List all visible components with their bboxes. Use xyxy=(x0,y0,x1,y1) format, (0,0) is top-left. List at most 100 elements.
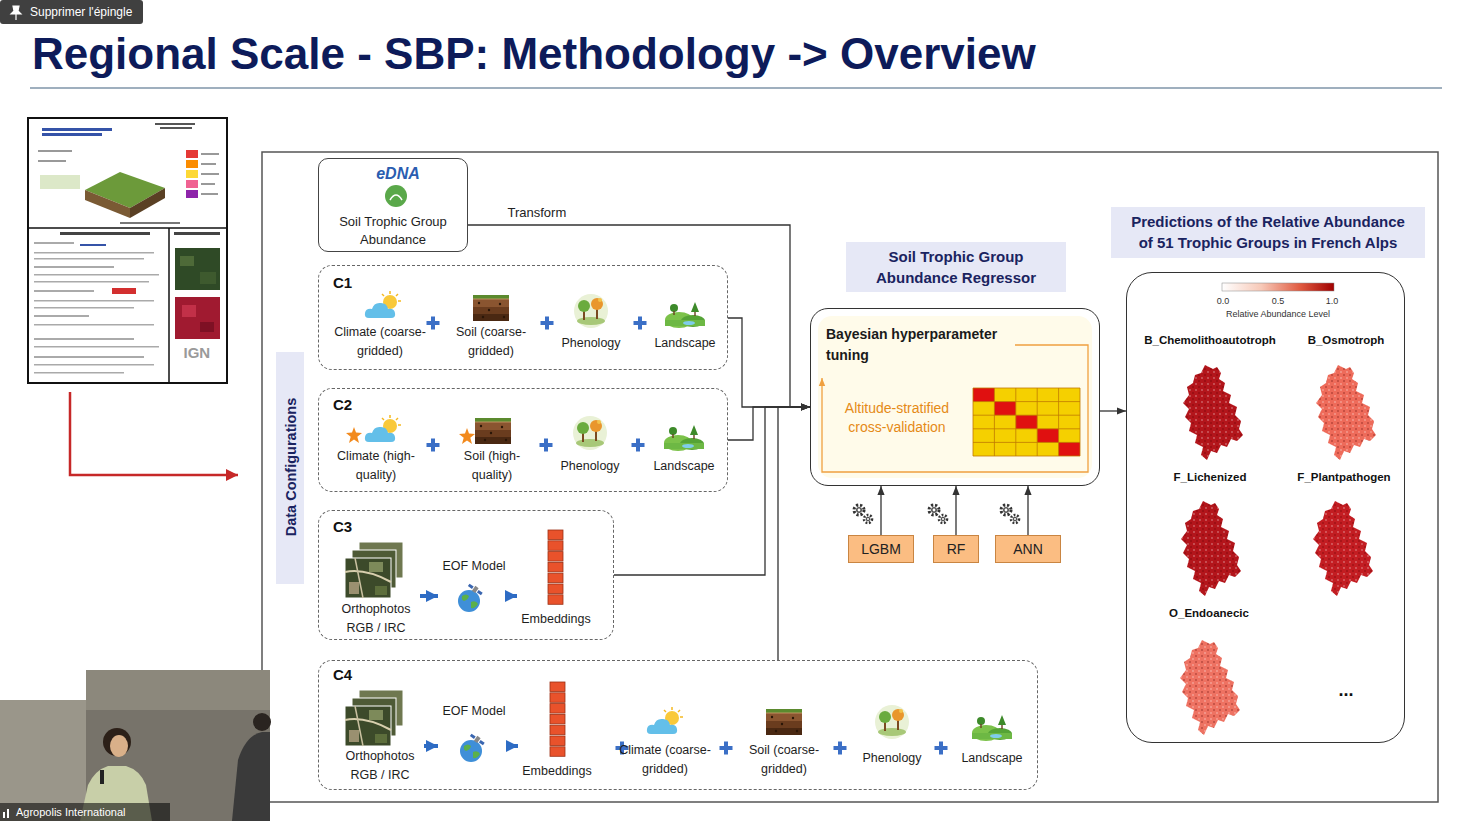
feature-icons xyxy=(665,302,705,328)
thumbnail-figure xyxy=(201,183,215,185)
gear-icon xyxy=(854,505,1019,523)
feature-item: Soil (coarse-gridded) xyxy=(438,286,544,364)
webcam-photo xyxy=(0,670,271,821)
thumbnail-figure xyxy=(200,272,216,284)
connector xyxy=(420,594,438,598)
node-label: LGBM xyxy=(851,540,911,558)
node-label: Predictions of the Relative Abundance of… xyxy=(1126,211,1410,253)
thumbnail-figure xyxy=(186,150,198,158)
feature-item: Landscape xyxy=(642,285,728,356)
thumbnail-figure xyxy=(42,128,112,131)
plus-sign xyxy=(935,742,948,755)
abundance-map xyxy=(1183,365,1243,460)
cv-grid xyxy=(1037,429,1058,443)
node-label: Data Configurations xyxy=(281,355,299,580)
feature-item: Soil (coarse-gridded) xyxy=(731,700,837,782)
cv-grid xyxy=(973,388,1080,456)
cv-grid xyxy=(973,428,1080,429)
node-label: Landscape xyxy=(952,749,1032,768)
edge-label: Transform xyxy=(506,205,569,221)
thumbnail-figure xyxy=(34,242,74,244)
cv-grid xyxy=(973,388,1080,456)
thumbnail-figure xyxy=(155,123,195,125)
feature-icons xyxy=(574,294,608,328)
webcam-photo xyxy=(253,713,271,731)
pin-button xyxy=(0,0,143,24)
cv-grid xyxy=(1058,388,1059,456)
connector xyxy=(1100,410,1126,411)
feature-item: EOF Model xyxy=(438,554,510,619)
cv-grid xyxy=(1037,388,1038,456)
webcam-photo xyxy=(100,770,104,784)
thumbnail-figure xyxy=(38,160,66,162)
node-label: ... xyxy=(1326,680,1366,700)
feature-item: Landscape xyxy=(641,408,727,479)
feature-icons xyxy=(972,715,1012,741)
feature-item: Phenology xyxy=(849,698,935,771)
node-label: RF xyxy=(936,540,976,558)
thumbnail-figure xyxy=(60,232,150,235)
cv-grid xyxy=(1015,388,1016,456)
thumbnail-figure xyxy=(186,160,198,168)
tuning-loop xyxy=(822,345,1088,472)
node-label: C1 xyxy=(333,273,373,293)
feature-icons xyxy=(345,542,403,598)
title-rule xyxy=(30,87,1442,89)
abundance-map xyxy=(1316,365,1376,460)
node-label: Bayesian hyperparameter tuning xyxy=(826,324,1026,366)
feature-icons xyxy=(647,707,683,734)
thumbnail-figure xyxy=(40,175,80,189)
outer-frame xyxy=(262,152,1438,802)
node-label: Orthophotos RGB / IRC xyxy=(339,747,421,785)
thumbnail-figure xyxy=(186,170,198,178)
feature-icons xyxy=(365,415,401,442)
feature-icons xyxy=(346,427,362,443)
cv-grid xyxy=(994,388,995,456)
thumbnail-figure xyxy=(34,315,89,317)
abundance-map xyxy=(1313,501,1373,596)
thumbnail-figure xyxy=(34,266,114,268)
thumbnail-figure xyxy=(34,364,154,366)
node-label: 0.5 xyxy=(1266,296,1290,307)
abundance-map xyxy=(1316,365,1376,460)
thumbnail-figure xyxy=(42,133,102,136)
logo-text: IGN xyxy=(184,344,211,362)
plus-sign xyxy=(540,439,553,452)
feature-item: Soil (high-quality) xyxy=(446,408,538,488)
thumbnail-figure xyxy=(201,163,216,165)
model-box: LGBM xyxy=(848,535,914,563)
thumbnail-figure xyxy=(112,288,136,294)
node-label: Soil (coarse-gridded) xyxy=(734,741,834,779)
thumbnail-figure xyxy=(34,356,144,358)
abundance-map xyxy=(1180,365,1376,735)
webcam-photo xyxy=(0,700,90,821)
tuning-box: Bayesian hyperparameter tuningAltitude-s… xyxy=(810,308,1100,486)
thumbnail-figure xyxy=(34,372,124,374)
plus-sign xyxy=(427,439,440,452)
webcam-photo xyxy=(0,803,170,821)
plus-sign xyxy=(634,317,647,330)
thumbnail-figure xyxy=(29,227,226,229)
webcam-photo xyxy=(3,812,5,818)
gear-icon xyxy=(929,505,947,523)
cv-grid xyxy=(973,442,1080,443)
connector xyxy=(468,225,810,407)
feature-icons xyxy=(459,428,475,444)
thumbnail-figure xyxy=(34,324,154,326)
connector xyxy=(424,744,438,748)
node-label: Landscape xyxy=(645,334,725,353)
plus-sign xyxy=(720,742,733,755)
node-label: O_Endoanecic xyxy=(1159,606,1259,621)
node-label: F_Plantpathogen xyxy=(1289,470,1399,485)
feature-icons xyxy=(766,709,802,735)
cv-grid xyxy=(994,402,1015,416)
node-label: C4 xyxy=(333,665,373,685)
node-label: Climate (coarse-gridded) xyxy=(330,323,430,361)
thumbnail-figure xyxy=(186,190,198,198)
pin-button xyxy=(0,0,143,24)
button-label: Supprimer l'épingle xyxy=(30,5,132,20)
thumbnail-figure xyxy=(34,307,134,309)
thumbnail-figure xyxy=(34,281,149,283)
